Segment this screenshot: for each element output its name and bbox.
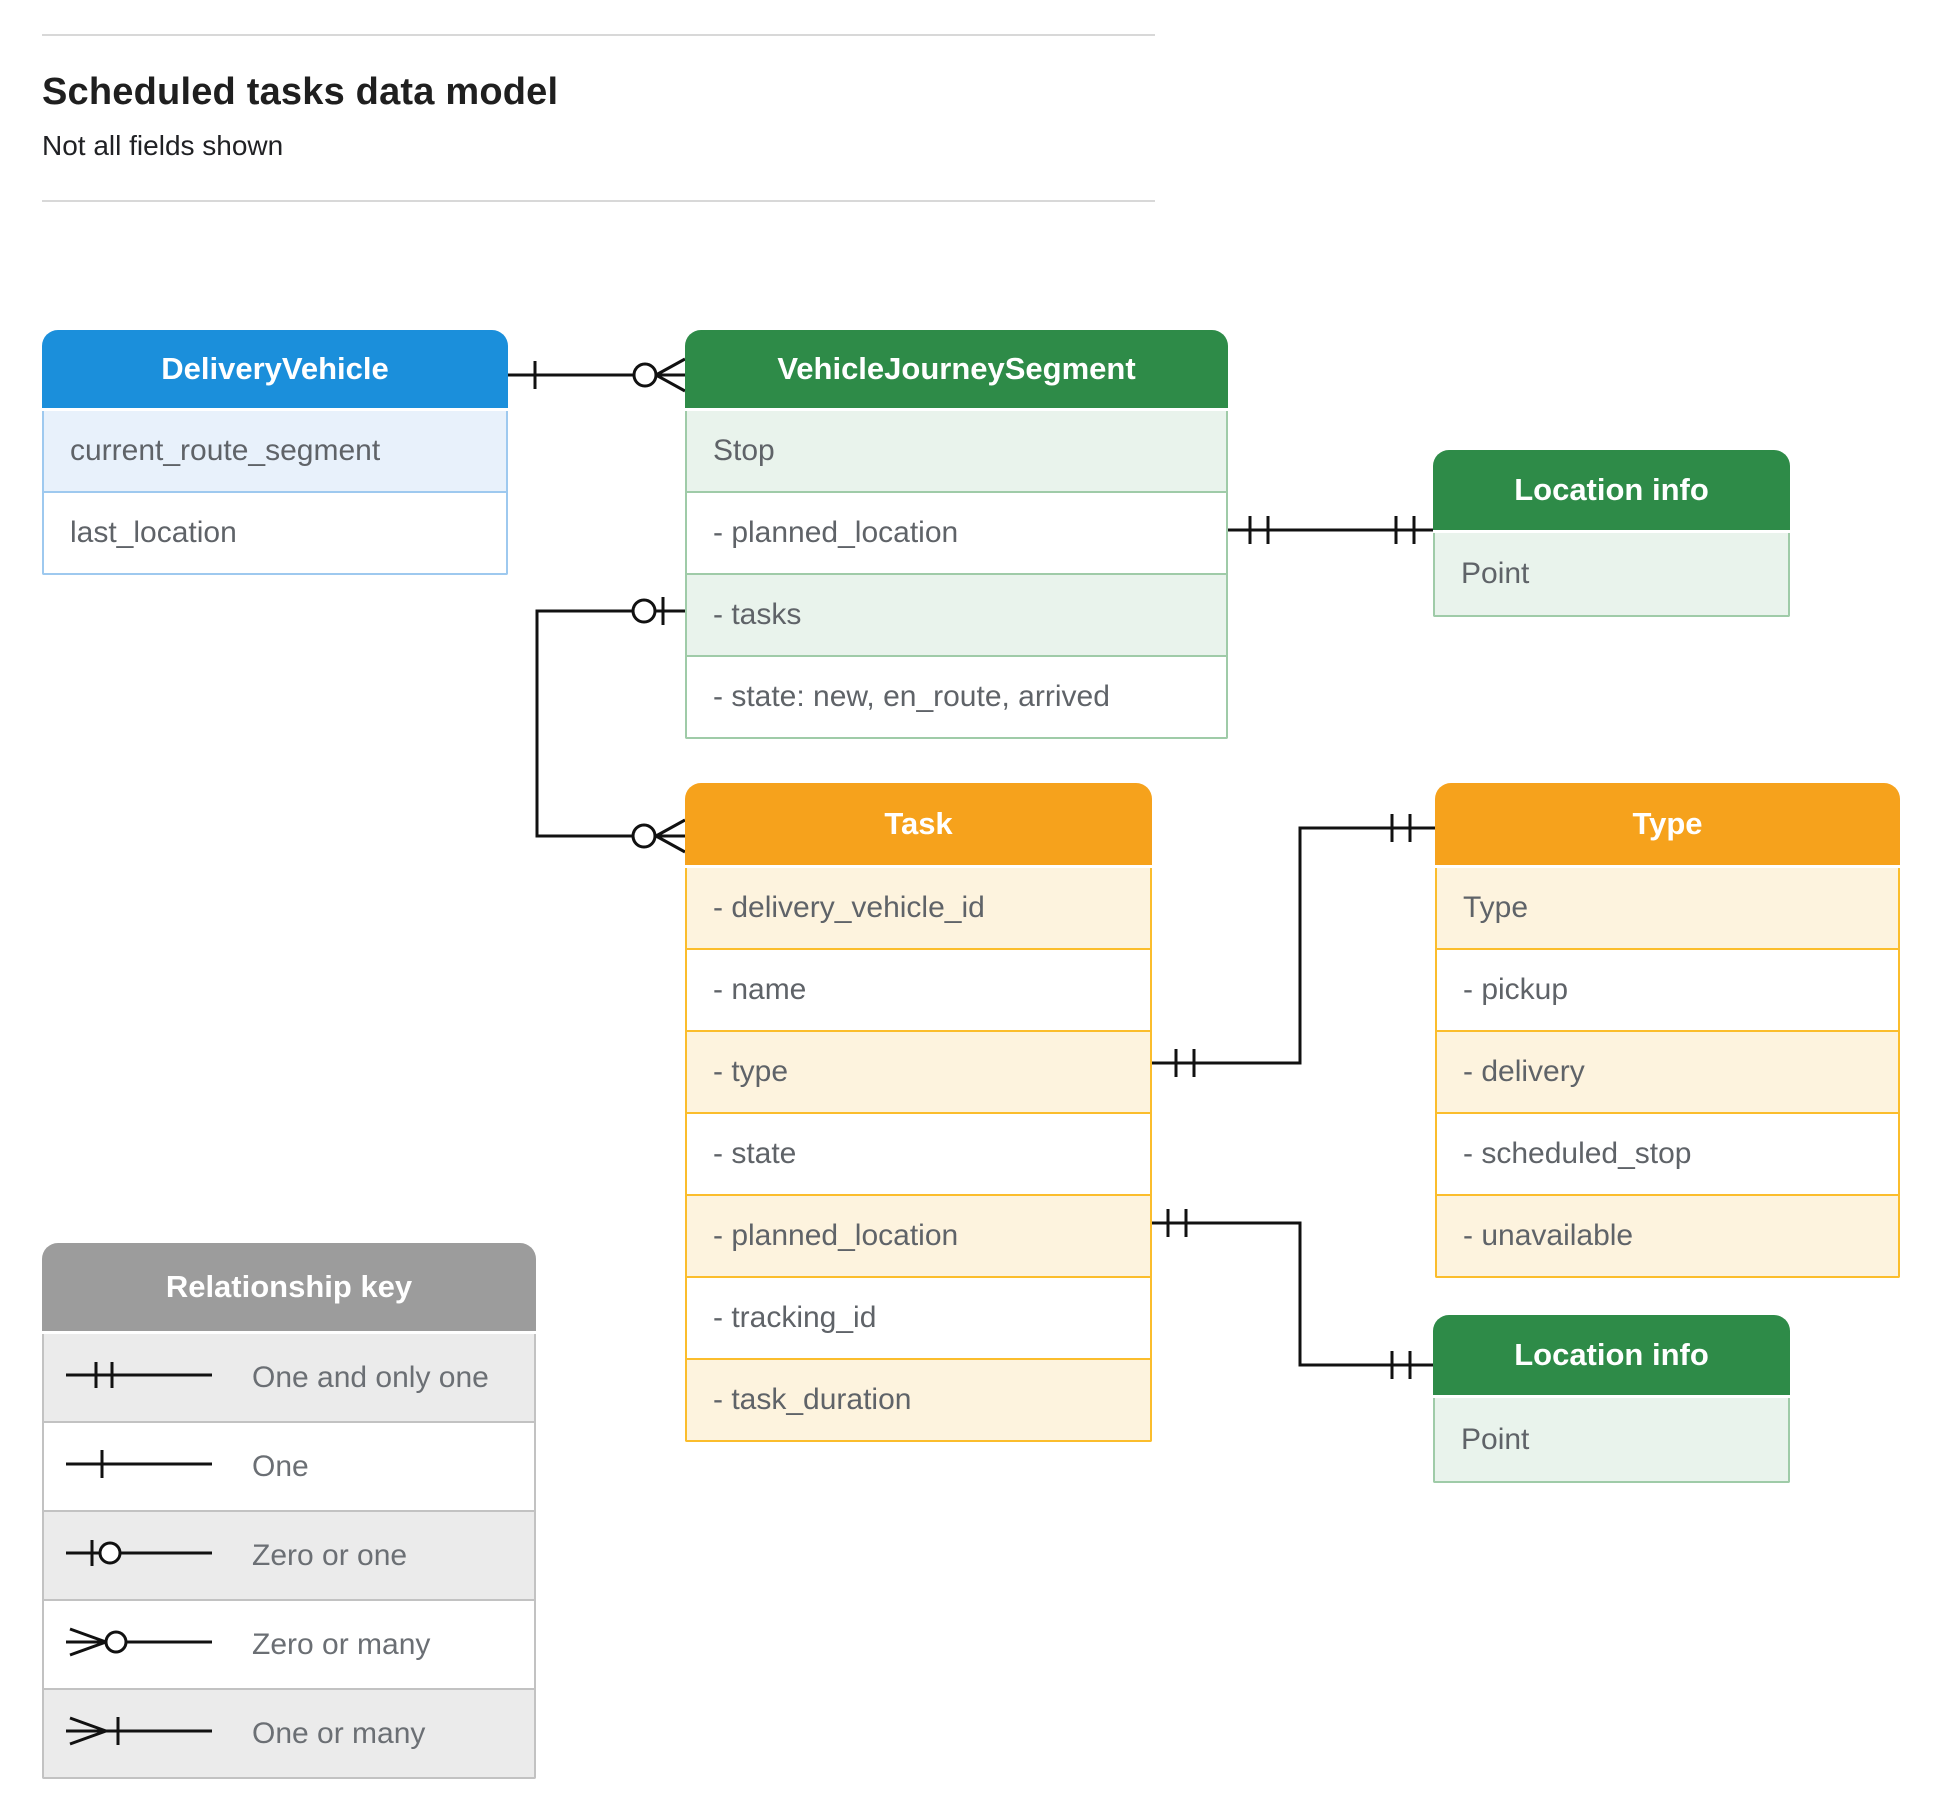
field-row: - name [687, 948, 1150, 1030]
one-or-many-icon [62, 1713, 232, 1754]
entity-header: VehicleJourneySegment [685, 330, 1228, 408]
field-row: - pickup [1437, 948, 1898, 1030]
legend-row: One and only one [44, 1334, 534, 1421]
field-label: - scheduled_stop [1463, 1137, 1692, 1170]
field-label: - planned_location [713, 516, 959, 549]
entity-title: Type [1632, 806, 1703, 841]
field-row: current_route_segment [44, 411, 506, 491]
legend-label: One or many [252, 1716, 426, 1750]
entity-title: Task [884, 806, 953, 841]
field-label: Point [1461, 1423, 1530, 1456]
field-row: - planned_location [687, 1194, 1150, 1276]
connector-plannedlocation-to-locationinfo-top [1228, 516, 1433, 544]
field-row: - tasks [687, 573, 1226, 655]
relationship-key-title: Relationship key [165, 1269, 413, 1304]
field-label: Stop [713, 434, 775, 467]
entity-header: Task [685, 783, 1152, 865]
zero-or-one-icon [62, 1535, 232, 1576]
field-label: - delivery_vehicle_id [713, 891, 985, 924]
entity-body: Point [1433, 533, 1790, 617]
field-label: - tracking_id [713, 1301, 877, 1334]
field-label: last_location [70, 516, 237, 549]
field-label: - unavailable [1463, 1219, 1634, 1252]
entity-body: Stop - planned_location - tasks - state: ne… [685, 411, 1228, 739]
legend-label: Zero or one [252, 1538, 408, 1572]
entity-title: DeliveryVehicle [161, 351, 389, 386]
entity-header: Location info [1433, 1315, 1790, 1395]
field-label: - name [713, 973, 807, 1006]
field-label: Type [1463, 891, 1529, 924]
field-row: - task_duration [687, 1358, 1150, 1440]
legend-row: Zero or one [44, 1510, 534, 1599]
field-label: - delivery [1463, 1055, 1585, 1088]
field-row: - unavailable [1437, 1194, 1898, 1276]
field-row: Type [1437, 868, 1898, 948]
entity-body: Point [1433, 1398, 1790, 1483]
field-row: - type [687, 1030, 1150, 1112]
field-row: - scheduled_stop [1437, 1112, 1898, 1194]
connector-deliveryvehicle-to-vehiclejourneysegment [508, 357, 686, 393]
one-and-only-one-icon [62, 1357, 232, 1398]
field-label: - type [713, 1055, 789, 1088]
entity-title: Location info [1514, 472, 1709, 507]
subtitle-divider [42, 200, 1155, 202]
field-label: - pickup [1463, 973, 1569, 1006]
legend-label: One and only one [252, 1360, 489, 1394]
zero-or-many-icon [62, 1624, 232, 1665]
field-row: - tracking_id [687, 1276, 1150, 1358]
field-label: - task_duration [713, 1383, 912, 1416]
field-row: - state: new, en_route, arrived [687, 655, 1226, 737]
page-title: Scheduled tasks data model [42, 71, 559, 113]
legend-label: One [252, 1449, 309, 1483]
legend-row: One or many [44, 1688, 534, 1777]
entity-body: current_route_segment last_location [42, 411, 508, 575]
relationship-key-header: Relationship key [42, 1243, 536, 1331]
field-label: - state: new, en_route, arrived [713, 680, 1110, 713]
field-row: - delivery [1437, 1030, 1898, 1112]
field-row: Point [1435, 533, 1788, 615]
field-row: - planned_location [687, 491, 1226, 573]
field-row: Stop [687, 411, 1226, 491]
entity-body: - delivery_vehicle_id - name - type - state… [685, 868, 1152, 1442]
page-subtitle: Not all fields shown [42, 130, 284, 161]
legend-label: Zero or many [252, 1627, 431, 1661]
connector-taskplannedlocation-to-locationinfo-bottom [1152, 1209, 1433, 1379]
one-icon [62, 1446, 232, 1487]
legend-row: One [44, 1421, 534, 1510]
entity-body: Type - pickup - delivery - scheduled_stop - … [1435, 868, 1900, 1278]
connector-tasktype-to-type [1152, 814, 1435, 1077]
field-label: - planned_location [713, 1219, 959, 1252]
connector-tasks-to-task [535, 597, 686, 854]
field-label: current_route_segment [70, 434, 381, 467]
entity-task: Task - delivery_vehicle_id - name - type - s… [685, 783, 1152, 1442]
legend-row: Zero or many [44, 1599, 534, 1688]
entity-header: DeliveryVehicle [42, 330, 508, 408]
top-divider [42, 34, 1155, 36]
field-row: last_location [44, 491, 506, 573]
field-row: - delivery_vehicle_id [687, 868, 1150, 948]
entity-header: Location info [1433, 450, 1790, 530]
field-label: Point [1461, 557, 1530, 590]
field-row: - state [687, 1112, 1150, 1194]
entity-title: VehicleJourneySegment [777, 351, 1136, 386]
field-label: - tasks [713, 598, 802, 631]
entity-header: Type [1435, 783, 1900, 865]
field-label: - state [713, 1137, 797, 1170]
field-row: Point [1435, 1398, 1788, 1481]
entity-title: Location info [1514, 1337, 1709, 1372]
